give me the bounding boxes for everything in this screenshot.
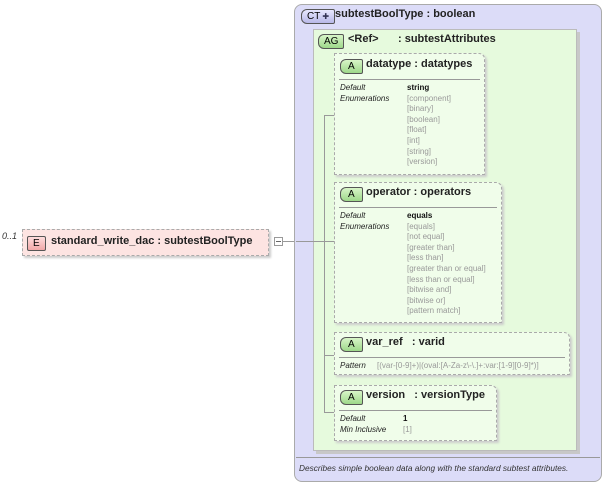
- complex-type-badge-text: CT: [307, 11, 321, 22]
- label: Default: [340, 211, 366, 220]
- label: Pattern: [340, 361, 366, 370]
- enum: [version]: [407, 157, 438, 167]
- attribute-badge: A: [340, 187, 363, 202]
- complex-type-name: subtestBoolType : boolean: [335, 8, 476, 20]
- element-badge: E: [27, 236, 46, 251]
- element-name: standard_write_dac : subtestBoolType: [51, 235, 253, 247]
- attribute-var-ref[interactable]: A var_ref : varid Pattern [(var-[0-9]+)|…: [334, 332, 570, 375]
- enum: [pattern match]: [407, 306, 461, 316]
- element-box[interactable]: E standard_write_dac : subtestBoolType: [22, 229, 269, 256]
- collapse-icon[interactable]: [274, 237, 283, 246]
- attribute-name: operator : operators: [366, 186, 472, 198]
- label: Enumerations: [340, 93, 390, 103]
- cardinality: 0..1: [2, 231, 18, 241]
- description: Describes simple boolean data along with…: [299, 463, 569, 473]
- enum: [not equal]: [407, 232, 445, 242]
- enum: [less than]: [407, 253, 444, 263]
- attribute-badge: A: [340, 390, 363, 405]
- complex-type-badge: CT✚: [301, 9, 336, 24]
- pattern-value: [(var-[0-9]+)|(oval:[A-Za-z\-\.]+:var:[1…: [377, 361, 539, 370]
- attribute-group-badge: AG: [318, 34, 345, 49]
- attribute-name: datatype : datatypes: [366, 58, 473, 70]
- attribute-group-name: : subtestAttributes: [398, 33, 496, 45]
- tree-line: [324, 115, 325, 412]
- enum: [component]: [407, 93, 452, 103]
- label: Default: [340, 414, 366, 423]
- label: Enumerations: [340, 221, 390, 231]
- default-value: string: [407, 83, 430, 92]
- enum: [bitwise and]: [407, 285, 452, 295]
- enum: [greater than]: [407, 242, 455, 252]
- min-inclusive-value: [1]: [403, 424, 412, 434]
- attribute-name: var_ref : varid: [366, 336, 445, 348]
- attribute-name: version : versionType: [366, 389, 486, 401]
- enum: [equals]: [407, 221, 436, 231]
- enum: [greater than or equal]: [407, 263, 486, 273]
- default-value: equals: [407, 211, 433, 220]
- plus-icon: ✚: [322, 12, 330, 21]
- connector: [283, 241, 296, 242]
- enum: [bitwise or]: [407, 295, 446, 305]
- attribute-badge: A: [340, 59, 363, 74]
- attribute-group-ref: <Ref>: [348, 33, 379, 45]
- enum: [int]: [407, 135, 420, 145]
- enum: [boolean]: [407, 114, 440, 124]
- enum: [string]: [407, 146, 432, 156]
- label: Default: [340, 83, 366, 92]
- enum: [binary]: [407, 104, 434, 114]
- enum: [less than or equal]: [407, 274, 475, 284]
- default-value: 1: [403, 414, 408, 423]
- attribute-badge: A: [340, 337, 363, 352]
- label: Min Inclusive: [340, 424, 387, 434]
- enum: [float]: [407, 125, 427, 135]
